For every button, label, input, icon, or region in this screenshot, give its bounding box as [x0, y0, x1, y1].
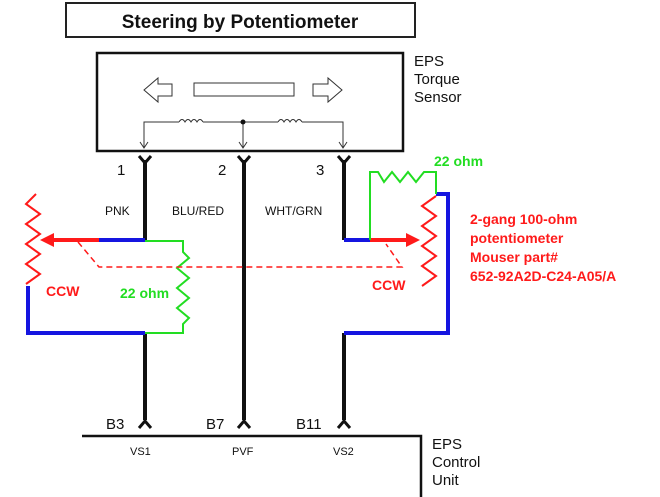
pin-2-label: 2: [218, 162, 226, 179]
left-potentiometer: [24, 193, 42, 285]
svg-text:EPS: EPS: [432, 436, 462, 453]
torque-sensor-label: EPS Torque Sensor: [414, 53, 462, 106]
svg-text:potentiometer: potentiometer: [470, 230, 564, 246]
sensor-bar: [193, 82, 295, 97]
title-box: [65, 2, 416, 38]
left-arrow-icon: [143, 76, 173, 104]
wire-label-blu-red: BLU/RED: [172, 204, 224, 218]
control-unit-connectors: [137, 418, 352, 429]
svg-text:Mouser part#: Mouser part#: [470, 249, 558, 265]
svg-text:Torque: Torque: [414, 71, 460, 88]
control-unit-label: EPS Control Unit: [432, 436, 480, 489]
right-ccw-label: CCW: [372, 277, 406, 293]
black-wires: [143, 160, 346, 420]
sensor-coils: [139, 119, 348, 149]
right-resistor-label: 22 ohm: [434, 153, 483, 169]
svg-text:2-gang 100-ohm: 2-gang 100-ohm: [470, 211, 577, 227]
pin-b11-label: B11: [296, 416, 322, 433]
junction-dot: [240, 119, 246, 125]
torque-sensor-box: [95, 51, 405, 153]
svg-text:EPS: EPS: [414, 53, 444, 70]
wire-label-wht-grn: WHT/GRN: [265, 204, 322, 218]
pin-b7-label: B7: [206, 416, 224, 433]
right-arrow-icon: [312, 76, 343, 104]
left-pot-blue-wires: [26, 238, 145, 335]
wire-label-pnk: PNK: [105, 204, 130, 218]
left-22ohm-resistor: [145, 240, 191, 334]
left-resistor-label: 22 ohm: [120, 285, 169, 301]
signal-pvf: PVF: [232, 446, 254, 458]
left-ccw-label: CCW: [46, 283, 80, 299]
right-22ohm-resistor: [369, 170, 437, 240]
svg-text:Sensor: Sensor: [414, 89, 462, 106]
gang-link: [77, 241, 404, 268]
right-wiper-arrow-icon: [406, 233, 420, 247]
diagram-title: Steering by Potentiometer: [122, 12, 359, 33]
svg-text:Unit: Unit: [432, 472, 460, 489]
control-unit-box: [82, 434, 423, 497]
part-note: 2-gang 100-ohm potentiometer Mouser part…: [470, 211, 616, 284]
left-wiper-arrow-icon: [40, 233, 54, 247]
pin-1-label: 1: [117, 162, 125, 179]
pin-3-label: 3: [316, 162, 324, 179]
right-pot-blue-wires: [344, 192, 450, 335]
signal-vs2: VS2: [333, 446, 354, 458]
svg-text:Control: Control: [432, 454, 480, 471]
right-potentiometer: [420, 195, 438, 287]
svg-text:652-92A2D-C24-A05/A: 652-92A2D-C24-A05/A: [470, 268, 616, 284]
signal-vs1: VS1: [130, 446, 151, 458]
pin-b3-label: B3: [106, 416, 124, 433]
